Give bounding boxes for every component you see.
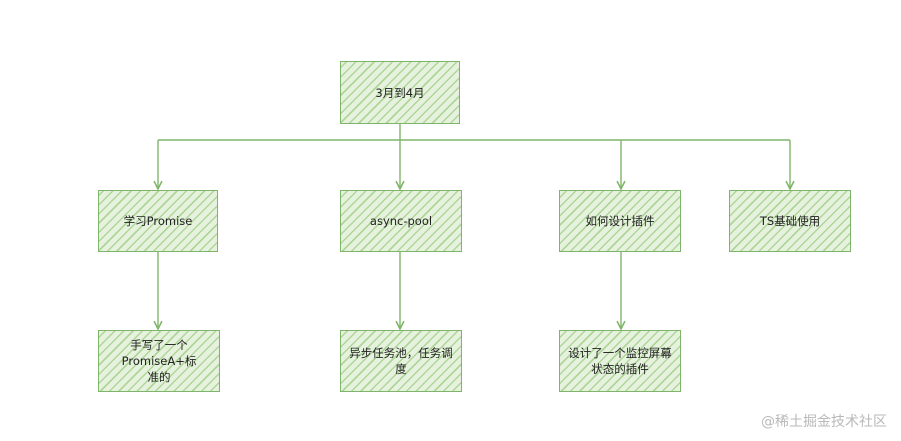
node-screen-monitor-plugin-label: 设计了一个监控屏幕状态的插件 bbox=[568, 346, 672, 376]
watermark: @稀土掘金技术社区 bbox=[761, 414, 887, 430]
node-plugin-design: 如何设计插件 bbox=[559, 190, 681, 252]
node-screen-monitor-plugin: 设计了一个监控屏幕状态的插件 bbox=[559, 330, 681, 392]
node-ts-basics-label: TS基础使用 bbox=[759, 214, 821, 228]
node-learn-promise: 学习Promise bbox=[98, 190, 218, 252]
node-async-pool: async-pool bbox=[340, 190, 462, 252]
node-promise-aplus-label: 手写了一个PromiseA+标准的 bbox=[121, 338, 197, 384]
node-async-task-pool: 异步任务池，任务调度 bbox=[340, 330, 462, 392]
node-async-pool-label: async-pool bbox=[369, 214, 433, 228]
root-node: 3月到4月 bbox=[340, 61, 460, 124]
node-async-task-pool-label: 异步任务池，任务调度 bbox=[349, 346, 453, 376]
node-plugin-design-label: 如何设计插件 bbox=[585, 214, 655, 228]
node-learn-promise-label: 学习Promise bbox=[123, 214, 193, 228]
node-promise-aplus: 手写了一个PromiseA+标准的 bbox=[98, 330, 220, 392]
root-label: 3月到4月 bbox=[375, 85, 425, 100]
node-ts-basics: TS基础使用 bbox=[729, 190, 851, 252]
